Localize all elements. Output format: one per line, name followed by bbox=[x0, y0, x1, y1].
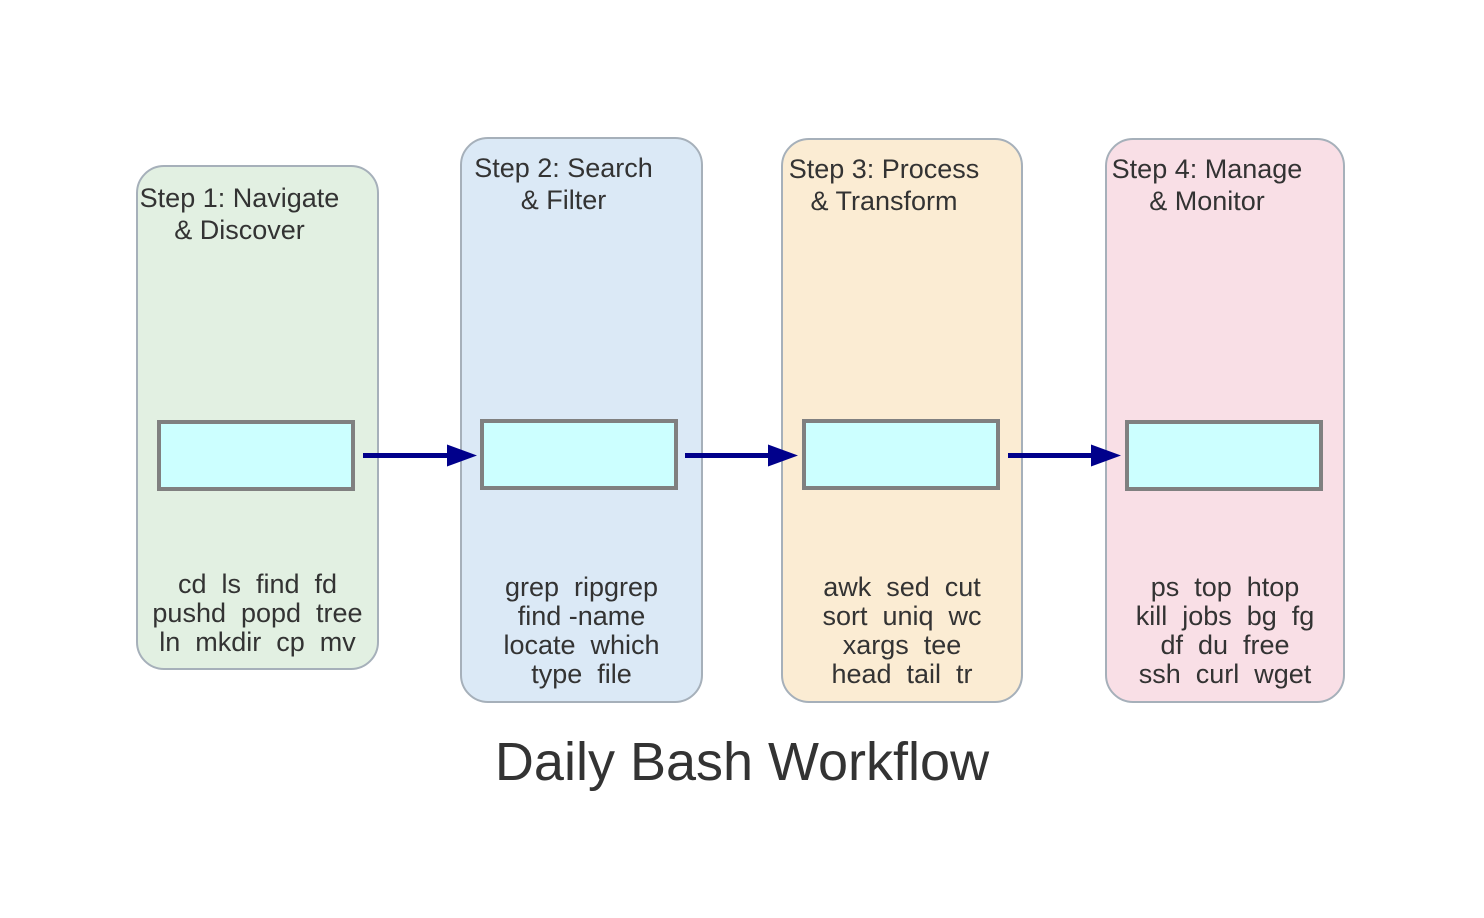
step-1-node bbox=[157, 420, 355, 491]
step-4-commands: ps top htop kill jobs bg fg df du free s… bbox=[1135, 572, 1315, 689]
step-2-title: Step 2: Search & Filter bbox=[474, 153, 653, 215]
diagram-title: Daily Bash Workflow bbox=[494, 732, 990, 792]
step-2-commands: grep ripgrep find -name locate which typ… bbox=[503, 572, 660, 689]
step-3-title: Step 3: Process & Transform bbox=[788, 154, 980, 216]
step-1-box: Step 1: Navigate & Discover cd ls find f… bbox=[136, 165, 379, 670]
step-1-commands: cd ls find fd pushd popd tree ln mkdir c… bbox=[152, 569, 363, 657]
step-3-node bbox=[802, 419, 1000, 490]
step-1-title: Step 1: Navigate & Discover bbox=[139, 183, 340, 245]
step-4-node bbox=[1125, 420, 1323, 491]
step-2-node bbox=[480, 419, 678, 490]
step-3-commands: awk sed cut sort uniq wc xargs tee head … bbox=[822, 572, 982, 689]
step-4-title: Step 4: Manage & Monitor bbox=[1111, 154, 1303, 216]
